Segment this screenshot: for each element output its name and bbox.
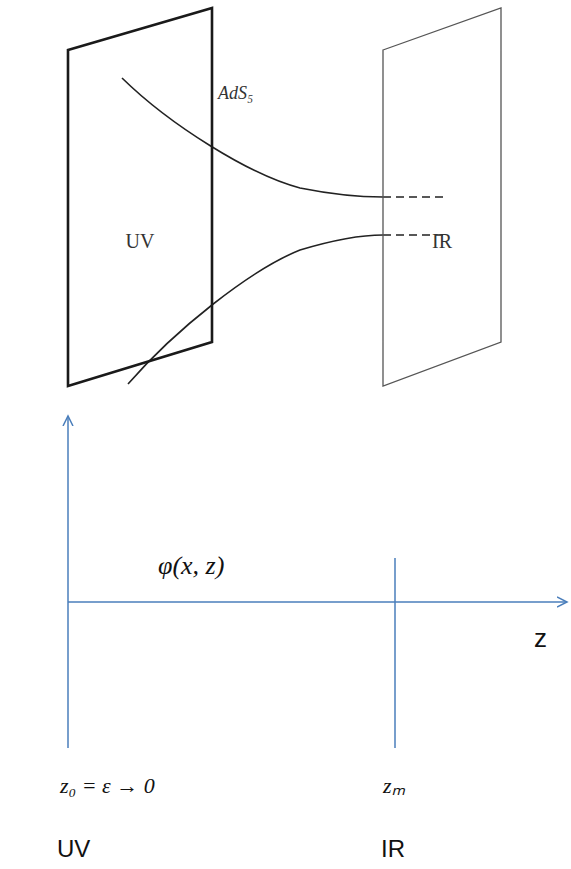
vertical-axis <box>67 416 69 748</box>
field-label: φ(x, z) <box>158 552 224 581</box>
boundary-label-text: z₀ = ε → 0 <box>60 773 155 798</box>
throat-curve <box>128 235 383 384</box>
field-label-text: φ(x, z) <box>158 551 224 580</box>
z-axis <box>68 601 567 603</box>
region-label: IR <box>381 836 405 862</box>
axis-label-text: z <box>534 623 547 653</box>
ir-brane: IR <box>383 8 501 386</box>
plane-shape <box>68 8 212 386</box>
brane-label: UV <box>126 230 155 253</box>
plane-shape <box>383 8 501 386</box>
ir-cutoff-line <box>394 558 396 748</box>
region-label-text: UV <box>57 835 90 862</box>
boundary-label: z₀ = ε → 0 <box>60 774 155 798</box>
brane-label: IR <box>432 230 452 253</box>
axis-label: z <box>534 624 547 653</box>
uv-brane: UV <box>68 8 212 386</box>
dashed-continuation <box>383 196 448 198</box>
plane-outline <box>68 8 212 386</box>
space-label: AdS₅ <box>218 84 253 104</box>
region-label-text: IR <box>381 835 405 862</box>
region-label: UV <box>57 836 90 862</box>
space-label-text: AdS₅ <box>218 83 253 103</box>
boundary-label-text: zₘ <box>383 773 405 798</box>
boundary-label: zₘ <box>383 774 405 798</box>
throat-curve <box>122 78 383 197</box>
plane-outline <box>383 8 501 386</box>
